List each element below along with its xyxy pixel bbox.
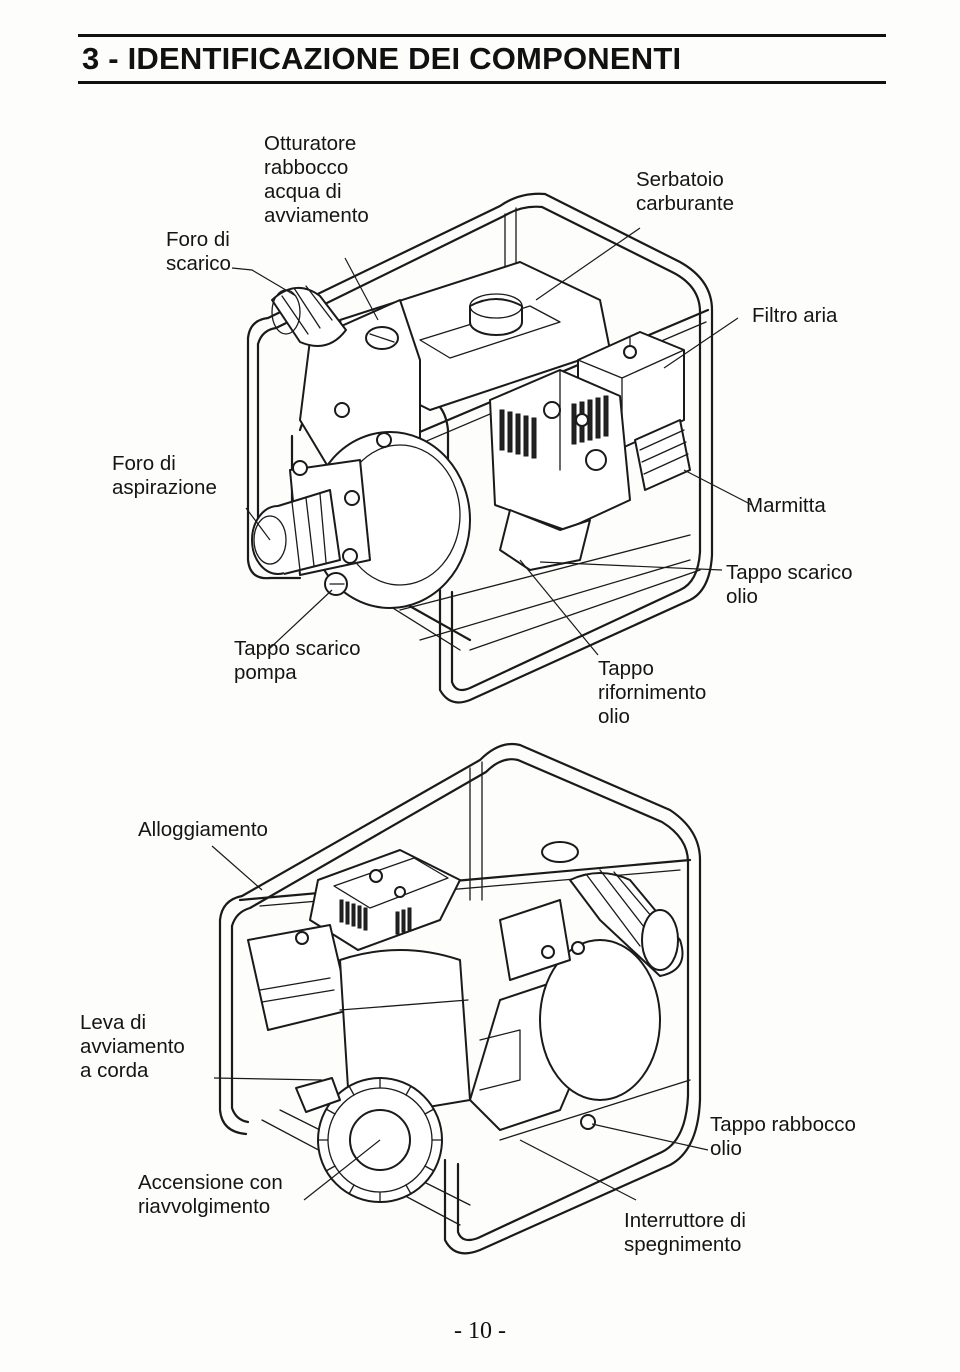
label-otturatore: Otturatore rabbocco acqua di avviamento [264,132,369,227]
label-interruttore: Interruttore di spegnimento [624,1209,746,1256]
leader-lines-top [231,227,753,656]
label-leva-avviamento: Leva di avviamento a corda [80,1011,185,1082]
discharge-port [271,285,347,347]
label-foro-scarico: Foro di scarico [166,228,231,275]
label-tappo-rabbocco-olio: Tappo rabbocco olio [710,1113,856,1160]
page-title: 3 - IDENTIFICAZIONE DEI COMPONENTI [82,41,682,76]
title-rule-top [78,34,886,37]
label-marmitta: Marmitta [746,494,826,517]
engine-rear [247,849,591,1131]
label-tappo-scarico-olio: Tappo scarico olio [726,561,853,608]
label-foro-aspirazione: Foro di aspirazione [112,452,217,499]
priming-plug [365,326,399,350]
label-tappo-rifornimento-olio: Tappo rifornimento olio [598,657,707,728]
suction-port [251,489,341,575]
engine-block [489,369,691,571]
recoil-starter [295,1077,443,1203]
pump-rear [499,841,684,1130]
leader-lines-bottom [211,845,709,1201]
label-tappo-scarico-pompa: Tappo scarico pompa [234,637,361,684]
label-alloggiamento: Alloggiamento [138,818,268,841]
label-filtro-aria: Filtro aria [752,304,838,327]
title-rule-bottom [78,81,886,84]
page-number: - 10 - [454,1318,506,1344]
label-serbatoio: Serbatoio carburante [636,168,735,215]
label-accensione: Accensione con riavvolgimento [138,1171,283,1218]
